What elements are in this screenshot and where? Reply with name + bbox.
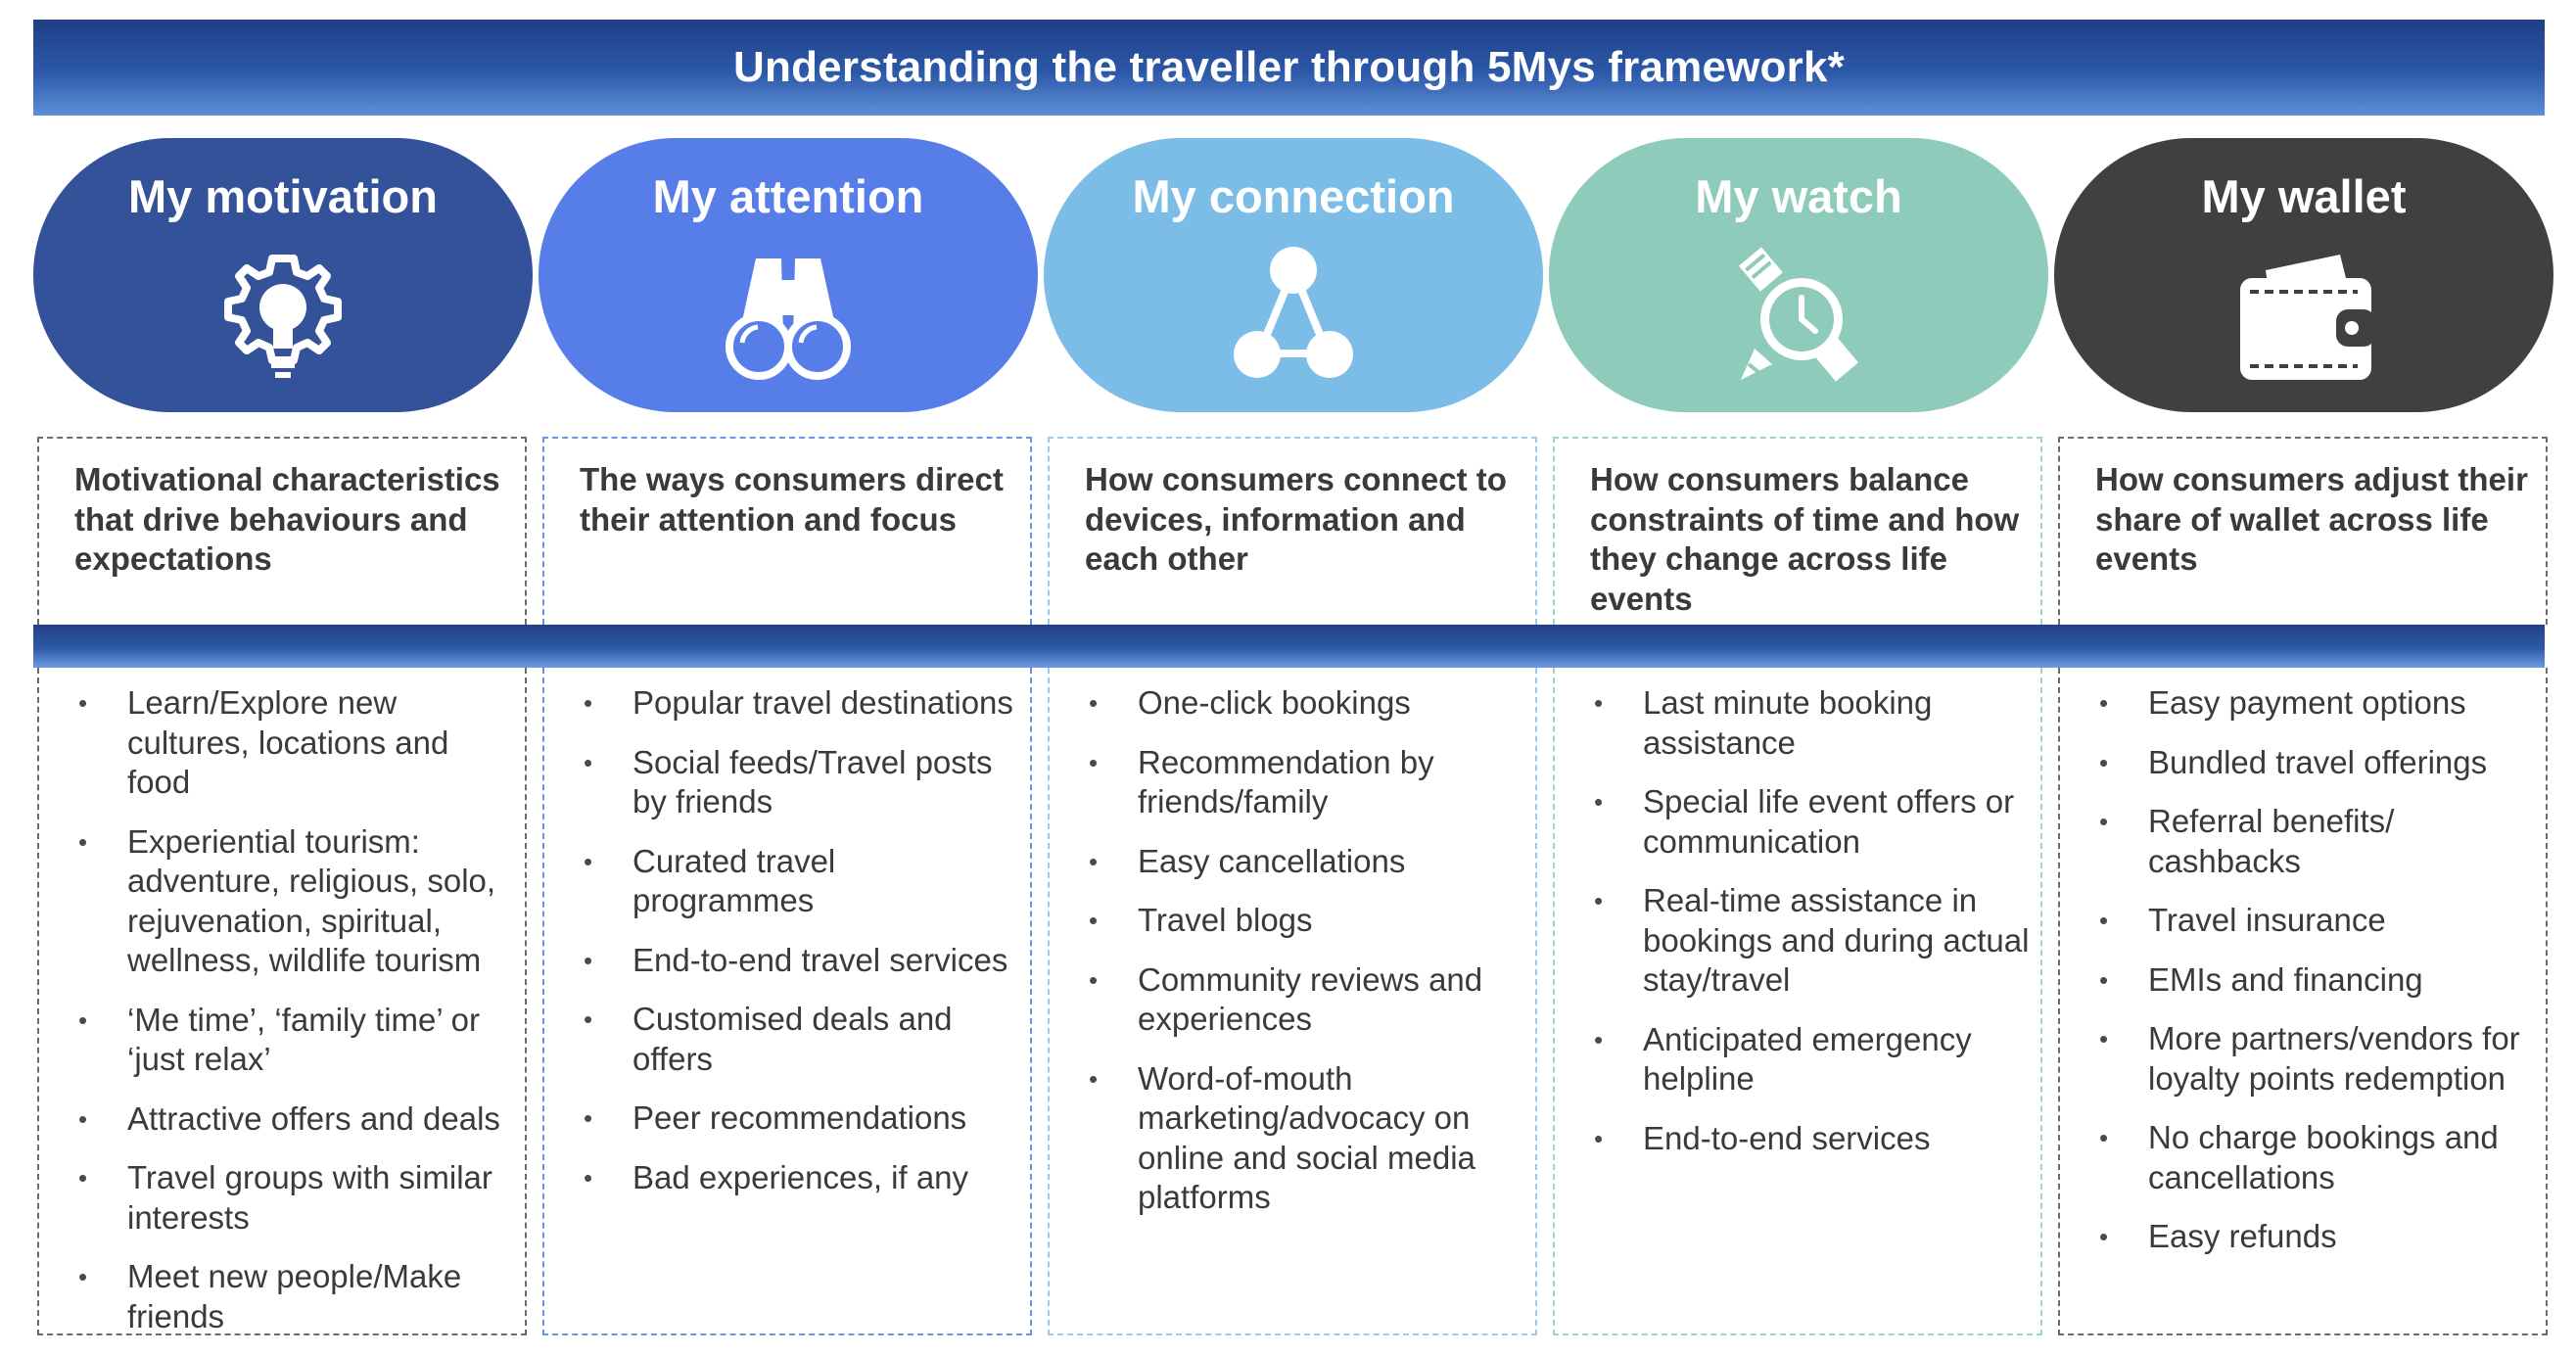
list-item: Easy refunds xyxy=(2060,1217,2546,1257)
description-box-watch: How consumers balance constraints of tim… xyxy=(1553,437,2042,625)
list-item: EMIs and financing xyxy=(2060,960,2546,1001)
column-description: How consumers connect to devices, inform… xyxy=(1085,461,1507,577)
list-item: End-to-end travel services xyxy=(544,941,1030,981)
list-item: One-click bookings xyxy=(1050,683,1535,724)
pill-my-attention: My attention xyxy=(539,138,1038,412)
pill-my-motivation: My motivation xyxy=(33,138,533,412)
list-item: Meet new people/Make friends xyxy=(39,1257,525,1336)
divider-band xyxy=(33,625,2545,668)
list-box-motivation: Learn/Explore new cultures, locations an… xyxy=(37,668,527,1335)
list-item: Experiential tourism: adventure, religio… xyxy=(39,822,525,981)
list-item: Travel blogs xyxy=(1050,901,1535,941)
binoculars-icon xyxy=(705,241,871,388)
list-item: Word-of-mouth marketing/advocacy on onli… xyxy=(1050,1059,1535,1218)
list-item: Bad experiences, if any xyxy=(544,1158,1030,1198)
list-item: Curated travel programmes xyxy=(544,842,1030,921)
bullet-list: One-click bookings Recommendation by fri… xyxy=(1050,683,1535,1238)
bullet-list: Last minute booking assistance Special l… xyxy=(1555,683,2040,1178)
list-box-wallet: Easy payment options Bundled travel offe… xyxy=(2058,668,2548,1335)
list-item: Travel insurance xyxy=(2060,901,2546,941)
description-box-wallet: How consumers adjust their share of wall… xyxy=(2058,437,2548,625)
pill-title: My wallet xyxy=(2201,170,2407,222)
pill-title: My motivation xyxy=(128,170,438,222)
pill-title: My connection xyxy=(1132,170,1455,222)
list-item: Easy cancellations xyxy=(1050,842,1535,882)
network-nodes-icon xyxy=(1210,241,1377,388)
bullet-list: Popular travel destinations Social feeds… xyxy=(544,683,1030,1217)
list-item: Social feeds/Travel posts by friends xyxy=(544,743,1030,822)
list-item: Customised deals and offers xyxy=(544,1000,1030,1079)
list-item: ‘Me time’, ‘family time’ or ‘just relax’ xyxy=(39,1001,525,1080)
pill-my-wallet: My wallet xyxy=(2054,138,2553,412)
list-box-watch: Last minute booking assistance Special l… xyxy=(1553,668,2042,1335)
list-item: End-to-end services xyxy=(1555,1119,2040,1159)
list-item: Bundled travel offerings xyxy=(2060,743,2546,783)
list-item: Last minute booking assistance xyxy=(1555,683,2040,763)
list-item: Referral benefits/ cashbacks xyxy=(2060,802,2546,881)
list-item: Learn/Explore new cultures, locations an… xyxy=(39,683,525,803)
pill-my-connection: My connection xyxy=(1044,138,1543,412)
column-description: The ways consumers direct their attentio… xyxy=(580,461,1004,538)
description-box-motivation: Motivational characteristics that drive … xyxy=(37,437,527,625)
wallet-icon xyxy=(2221,241,2387,388)
list-item: Easy payment options xyxy=(2060,683,2546,724)
list-item: Attractive offers and deals xyxy=(39,1099,525,1140)
list-item: Recommendation by friends/family xyxy=(1050,743,1535,822)
page-title: Understanding the traveller through 5Mys… xyxy=(733,43,1845,91)
list-item: Anticipated emergency helpline xyxy=(1555,1020,2040,1099)
column-description: How consumers adjust their share of wall… xyxy=(2095,461,2528,577)
title-banner: Understanding the traveller through 5Mys… xyxy=(33,20,2545,116)
bullet-list: Learn/Explore new cultures, locations an… xyxy=(39,683,525,1356)
column-description: How consumers balance constraints of tim… xyxy=(1590,461,2020,617)
description-box-connection: How consumers connect to devices, inform… xyxy=(1048,437,1537,625)
pill-title: My attention xyxy=(652,170,924,222)
list-box-attention: Popular travel destinations Social feeds… xyxy=(542,668,1032,1335)
pill-title: My watch xyxy=(1695,170,1902,222)
list-item: Real-time assistance in bookings and dur… xyxy=(1555,881,2040,1001)
description-box-attention: The ways consumers direct their attentio… xyxy=(542,437,1032,625)
list-item: More partners/vendors for loyalty points… xyxy=(2060,1019,2546,1099)
gear-lightbulb-icon xyxy=(200,241,366,388)
list-item: Peer recommendations xyxy=(544,1099,1030,1139)
list-item: Special life event offers or communicati… xyxy=(1555,782,2040,862)
wristwatch-icon xyxy=(1715,241,1882,388)
list-item: Community reviews and experiences xyxy=(1050,960,1535,1040)
list-box-connection: One-click bookings Recommendation by fri… xyxy=(1048,668,1537,1335)
list-item: Popular travel destinations xyxy=(544,683,1030,724)
column-description: Motivational characteristics that drive … xyxy=(74,461,500,577)
pill-my-watch: My watch xyxy=(1549,138,2048,412)
list-item: Travel groups with similar interests xyxy=(39,1158,525,1238)
bullet-list: Easy payment options Bundled travel offe… xyxy=(2060,683,2546,1277)
list-item: No charge bookings and cancellations xyxy=(2060,1118,2546,1197)
